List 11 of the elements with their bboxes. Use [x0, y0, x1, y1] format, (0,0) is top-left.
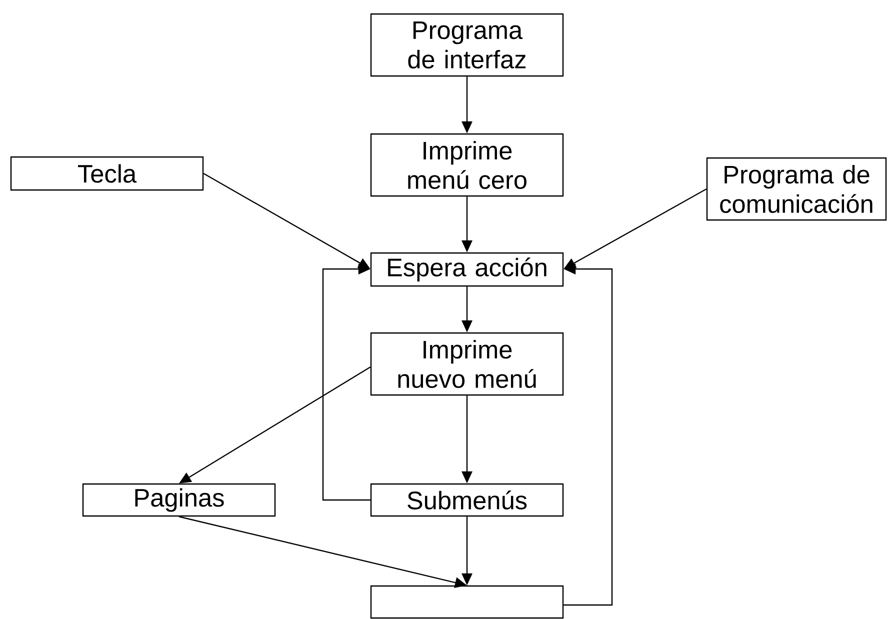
process-box: Submenús: [370, 483, 564, 517]
arrow: [322, 264, 370, 501]
process-box: Programa de interfaz: [370, 13, 564, 77]
process-box: Paginas: [82, 483, 276, 517]
process-box: Espera acción: [370, 252, 564, 287]
arrow: [564, 264, 613, 606]
process-box: Imprime nuevo menú: [370, 332, 564, 396]
input-box: Tecla: [10, 156, 204, 191]
input-box: Programa de comunicación: [706, 157, 887, 221]
process-box: Imprime menú cero: [370, 133, 564, 197]
empty-box: [370, 585, 564, 619]
